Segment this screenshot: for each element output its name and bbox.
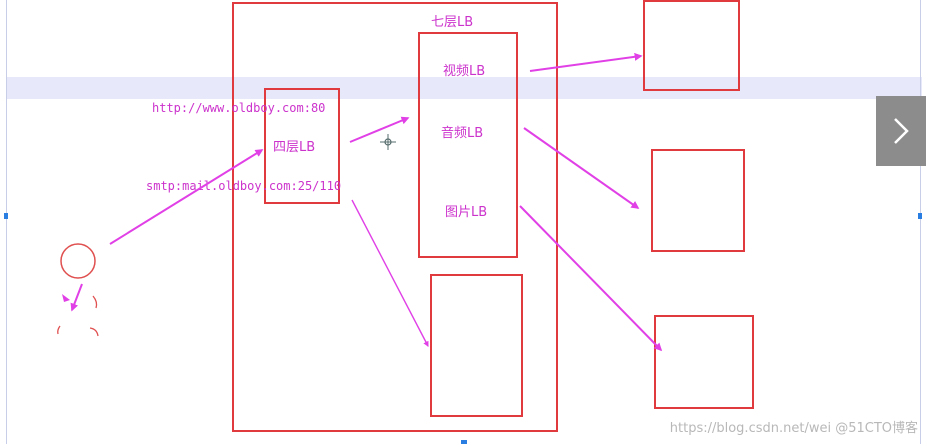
layer4-lb-label: 四层LB (273, 140, 316, 155)
image-lb-label: 图片LB (445, 205, 488, 220)
layer7-lb-box (232, 2, 558, 432)
watermark: https://blog.csdn.net/wei @51CTO博客 (669, 421, 918, 436)
bottom-resize-handle[interactable] (461, 440, 467, 444)
next-button[interactable] (876, 96, 926, 166)
right-resize-handle[interactable] (918, 213, 922, 219)
right-edge-line (920, 0, 921, 444)
arrow-video-to-server (529, 52, 643, 72)
video-lb-label: 视频LB (443, 64, 486, 79)
image-server-box (654, 315, 754, 409)
audio-lb-label: 音频LB (441, 126, 484, 141)
smtp-url-label: smtp:mail.oldboy.com:25/110 (146, 179, 342, 193)
user-icon (57, 243, 99, 337)
arrow-image-to-server (519, 205, 663, 352)
crosshair-icon (380, 134, 396, 150)
left-edge-line (6, 0, 7, 444)
arrow-layer4-to-layer7 (349, 116, 410, 143)
arrow-layer4-to-backend (351, 199, 429, 347)
video-server-box (643, 0, 740, 91)
http-url-label: http://www.oldboy.com:80 (152, 101, 326, 115)
layer7-title: 七层LB (431, 15, 474, 30)
highlight-band (6, 77, 922, 99)
arrow-user-to-layer4 (109, 149, 264, 245)
arrow-audio-to-server (523, 127, 640, 209)
audio-server-box (651, 149, 745, 252)
layer4-backend-box (430, 274, 523, 417)
left-resize-handle[interactable] (4, 213, 8, 219)
layer4-lb-box (264, 88, 340, 204)
layer7-service-box (418, 32, 518, 258)
chevron-right-icon (894, 118, 909, 144)
